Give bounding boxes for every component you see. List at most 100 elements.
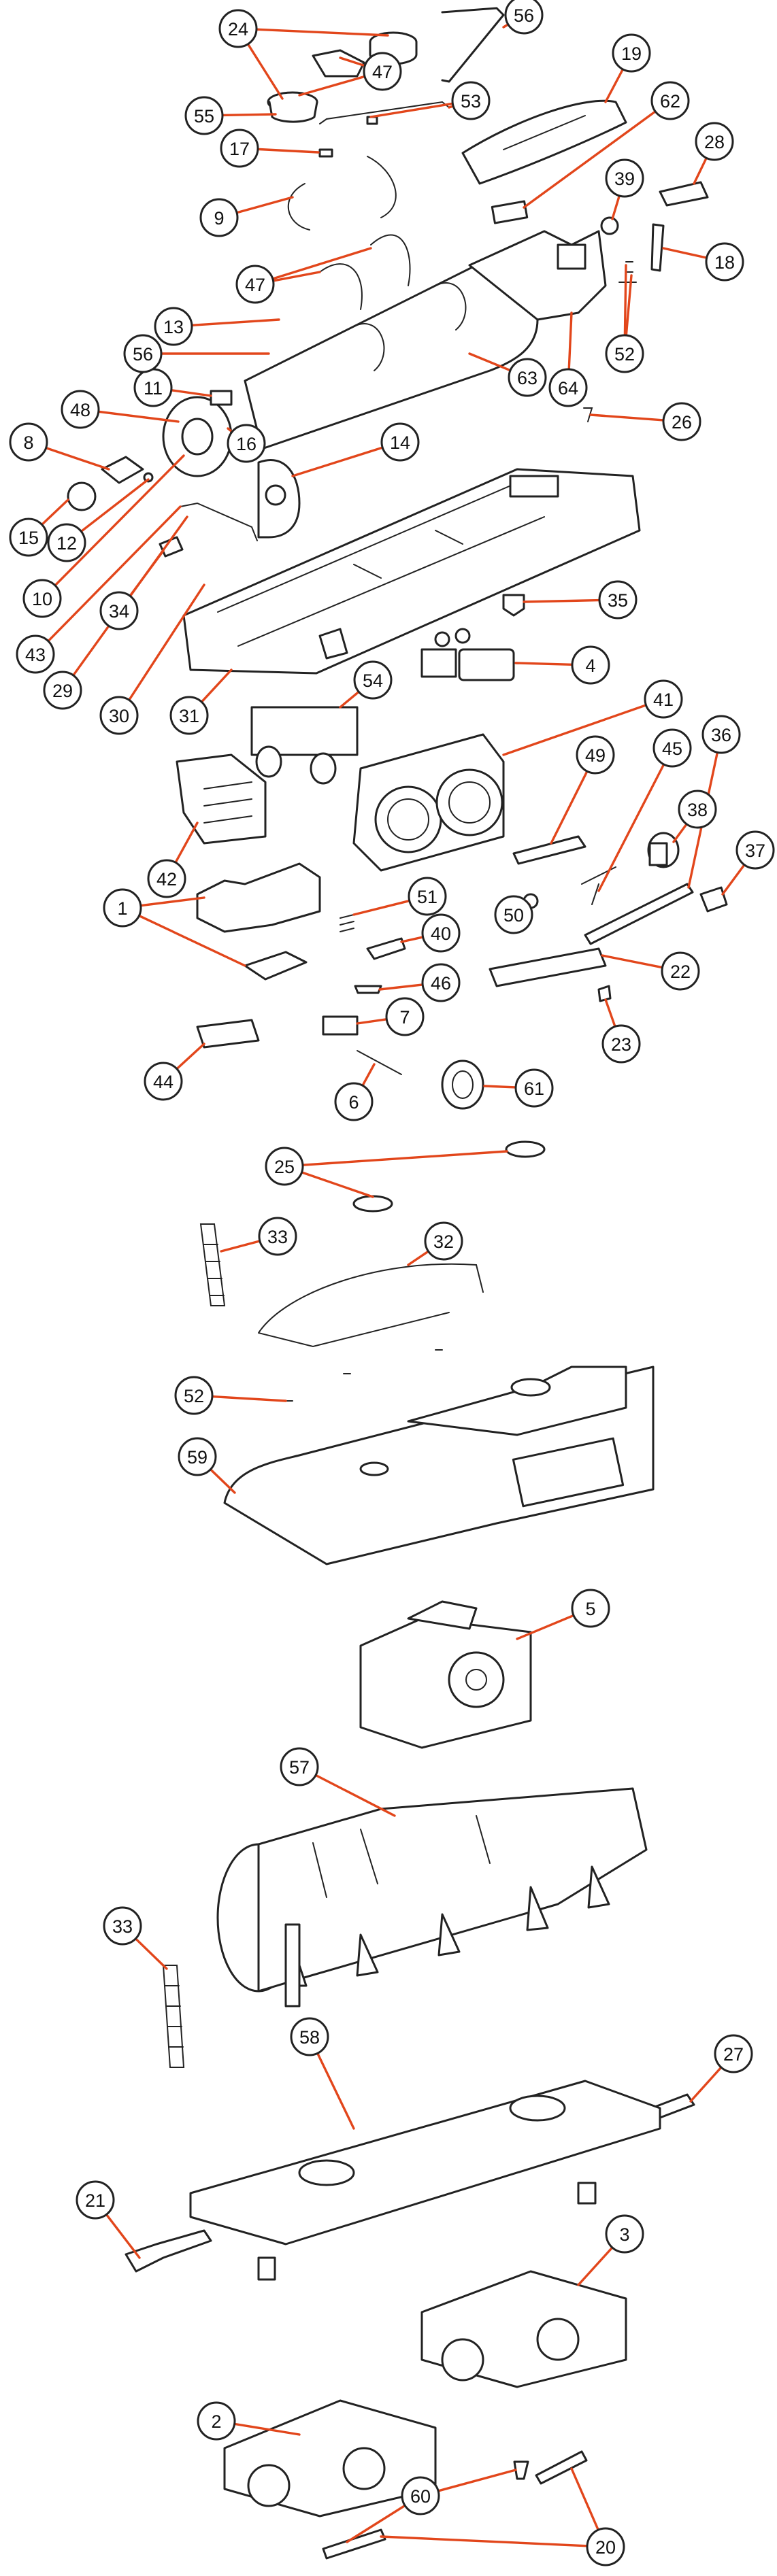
callout-number: 62 [660,91,680,112]
callout-25: 25 [266,1148,303,1185]
callout-number: 33 [267,1227,288,1247]
callout-28: 28 [696,123,733,160]
part-spring-51 [340,915,354,932]
callout-number: 43 [25,645,46,665]
leader-line-44 [177,1044,204,1069]
part-base-plate-58 [191,2081,660,2244]
callout-number: 57 [289,1757,310,1778]
callout-15: 15 [10,519,47,556]
leader-line-25-1 [303,1151,507,1165]
leader-line-28 [694,158,706,184]
callout-number: 54 [363,671,383,691]
leader-line-8 [46,448,109,469]
part-smokebox-door-14 [259,460,299,537]
part-ladder-33a [201,1224,225,1306]
leader-line-58 [318,2053,354,2129]
callout-number: 52 [614,344,635,365]
callout-41: 41 [645,681,682,717]
callout-number: 61 [524,1079,544,1099]
callout-11: 11 [135,369,171,406]
callout-48: 48 [62,391,99,428]
callout-59: 59 [179,1438,216,1475]
leader-line-25-2 [302,1172,373,1197]
part-handrail-9b [367,156,396,218]
callout-number: 28 [704,132,725,152]
leader-line-24-2 [248,44,282,99]
leader-line-55 [222,114,276,115]
leader-line-31 [201,670,231,702]
callout-number: 44 [153,1072,173,1092]
part-bogie-54 [252,707,357,783]
part-handrail-9a [288,184,310,230]
callout-number: 51 [417,887,437,907]
callout-55: 55 [186,97,222,134]
callout-54: 54 [354,662,391,698]
part-rod-56 [442,8,503,82]
part-pin-46 [355,986,381,993]
callout-52: 52 [606,335,643,372]
callout-number: 35 [608,590,628,611]
part-clip-23 [599,986,610,1001]
callout-62: 62 [652,82,689,119]
leader-line-21 [106,2214,139,2258]
callout-27: 27 [715,2035,752,2072]
part-tender-body-59 [225,1367,653,1564]
callout-50: 50 [495,896,532,933]
callout-33: 33 [259,1218,296,1255]
part-handrail-32 [259,1264,483,1346]
callout-number: 49 [585,745,606,766]
callout-19: 19 [613,35,650,71]
callout-16: 16 [228,425,265,462]
leader-line-33 [135,1939,167,1969]
callout-61: 61 [516,1070,552,1106]
leader-line-38 [674,824,687,842]
callout-number: 3 [619,2224,629,2245]
part-link-45 [582,867,616,904]
part-rod-18 [652,224,663,271]
part-plate-62 [492,201,527,223]
callout-number: 37 [745,841,765,861]
callout-number: 36 [711,725,731,745]
leader-line-14 [293,447,382,476]
leader-line-13 [192,320,279,325]
leader-line-17 [258,149,318,152]
part-ladder-33b [163,1965,184,2067]
part-chassis-31 [184,469,640,673]
callout-number: 12 [56,533,77,554]
leader-line-40 [401,937,423,942]
leader-line-60-1 [438,2470,516,2491]
part-block-7 [323,1017,357,1034]
leader-line-54 [340,692,359,707]
callout-number: 13 [163,317,184,337]
leader-line-41 [503,705,646,755]
callout-8: 8 [10,424,47,460]
part-plate-44 [197,1020,259,1047]
callout-63: 63 [509,359,546,396]
part-cab-roof [463,101,626,184]
callout-24: 24 [220,10,257,47]
leader-line-51 [354,901,410,915]
callout-57: 57 [281,1748,318,1785]
callout-number: 16 [236,434,257,454]
callout-39: 39 [606,160,643,197]
part-rod-20 [536,2452,586,2484]
callout-number: 15 [18,528,39,548]
callout-number: 56 [133,344,153,365]
leader-line-52-2 [626,275,631,335]
callout-number: 7 [399,1007,410,1028]
leader-line-20-2 [381,2537,587,2546]
leader-line-9 [237,197,293,213]
callout-number: 23 [611,1034,631,1055]
part-coupling-21 [126,2231,211,2271]
callout-number: 19 [621,44,642,64]
part-rod-36 [585,884,693,944]
callout-51: 51 [409,878,446,915]
callout-52: 52 [176,1377,212,1414]
leader-line-6 [363,1064,374,1085]
callout-5: 5 [572,1590,609,1627]
leader-line-48 [99,411,178,422]
part-bracket-1 [197,864,320,979]
callout-1: 1 [104,889,141,926]
